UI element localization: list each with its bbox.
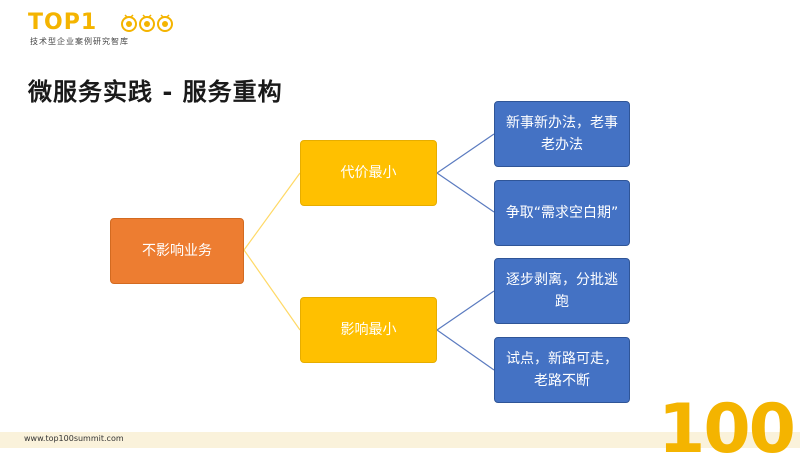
leaf-connectors (436, 133, 495, 371)
root-connectors (243, 172, 301, 331)
connector-lines (243, 133, 495, 371)
leaf-node-pilot: 试点，新路可走，老路不断 (494, 337, 630, 403)
connector-root-to-branch-1 (243, 249, 301, 331)
eye-icons (121, 14, 173, 32)
corner-100-mark: 100 (658, 390, 796, 469)
root-node: 不影响业务 (110, 218, 244, 284)
leaf-node-demand-gap: 争取“需求空白期” (494, 180, 630, 246)
branch-node-impact: 影响最小 (300, 297, 437, 363)
connector-branch-0-leaf-0 (436, 133, 495, 174)
connector-root-to-branch-0 (243, 172, 301, 251)
footer-url: www.top100summit.com (24, 434, 124, 443)
connector-branch-0-leaf-1 (436, 172, 495, 213)
footer-bar (0, 432, 800, 448)
branch-node-cost: 代价最小 (300, 140, 437, 206)
connector-branch-1-leaf-0 (436, 290, 495, 331)
page-title: 微服务实践 - 服务重构 (28, 78, 283, 106)
logo-tagline: 技术型企业案例研究智库 (30, 37, 129, 46)
leaf-node-gradual-strip: 逐步剥离，分批逃跑 (494, 258, 630, 324)
logo: TOP1 技术型企业案例研究智库 (28, 10, 178, 46)
leaf-node-new-old-way: 新事新办法，老事老办法 (494, 101, 630, 167)
connector-branch-1-leaf-1 (436, 329, 495, 371)
logo-brand: TOP1 (28, 10, 98, 35)
